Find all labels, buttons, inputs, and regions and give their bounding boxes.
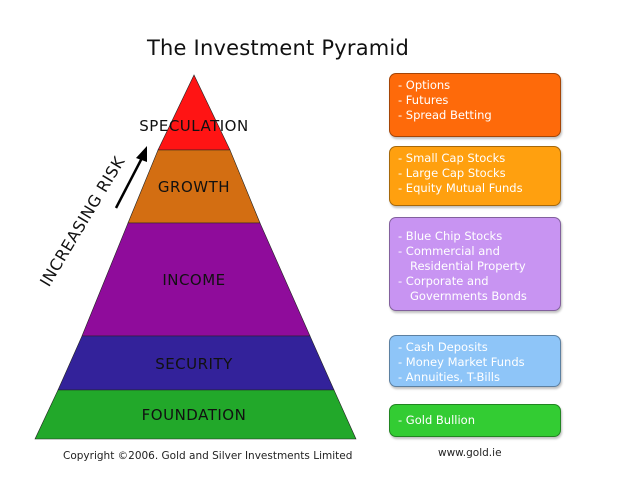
box-item: - Large Cap Stocks [398, 166, 506, 180]
box-item: - Annuities, T-Bills [398, 370, 500, 384]
tier-speculation-shape [157, 74, 231, 151]
tier-label-foundation: FOUNDATION [141, 406, 247, 424]
tier-foundation-shape [34, 389, 357, 440]
box-item: - Money Market Funds [398, 355, 525, 369]
box-item: - Cash Deposits [398, 340, 488, 354]
box-item: Residential Property [410, 259, 526, 273]
tier-label-speculation: SPECULATION [139, 117, 249, 135]
box-item: - Spread Betting [398, 108, 492, 122]
box-foundation: - Gold Bullion [389, 404, 561, 437]
box-item: - Options [398, 78, 451, 92]
copyright-text: Copyright ©2006. Gold and Silver Investm… [63, 450, 353, 462]
box-item: - Futures [398, 93, 449, 107]
tier-label-growth: GROWTH [157, 178, 231, 196]
website-url: www.gold.ie [438, 447, 502, 459]
box-income: - Blue Chip Stocks - Commercial and Resi… [389, 217, 561, 311]
box-item: Governments Bonds [410, 289, 527, 303]
risk-arrow-shaft [114, 155, 145, 209]
tier-label-security: SECURITY [155, 355, 233, 373]
box-speculation: - Options - Futures - Spread Betting [389, 73, 561, 137]
box-item: - Small Cap Stocks [398, 151, 506, 165]
box-item: - Equity Mutual Funds [398, 181, 523, 195]
box-growth: - Small Cap Stocks - Large Cap Stocks - … [389, 146, 561, 206]
risk-arrow-head [136, 146, 147, 162]
tier-label-income: INCOME [162, 271, 226, 289]
box-item: - Blue Chip Stocks [398, 229, 503, 243]
box-item: - Gold Bullion [398, 413, 475, 427]
box-item: - Corporate and [398, 274, 489, 288]
box-item: - Commercial and [398, 244, 500, 258]
box-security: - Cash Deposits - Money Market Funds - A… [389, 335, 561, 387]
diagram-title: The Investment Pyramid [147, 36, 409, 60]
